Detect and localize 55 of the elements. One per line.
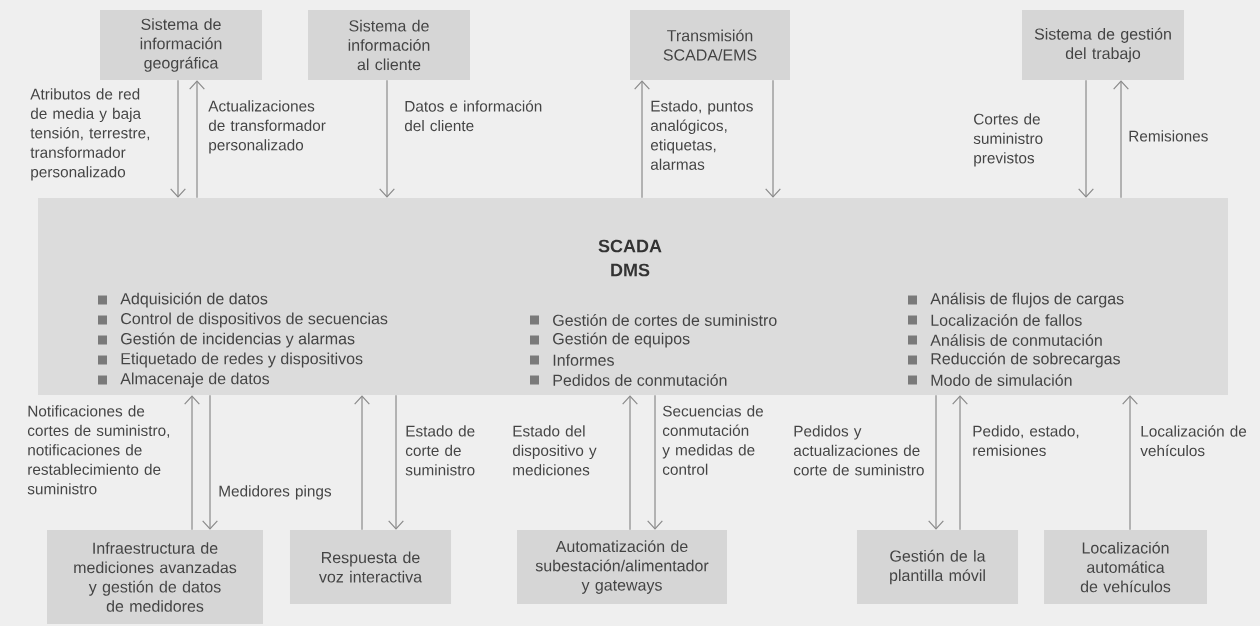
list-item: Localización de fallos xyxy=(908,314,1082,326)
system-box: Localización automática de vehículos xyxy=(1044,530,1207,604)
list-item: Modo de simulación xyxy=(908,374,1072,386)
system-box: Transmisión SCADA/EMS xyxy=(630,10,790,80)
arrow xyxy=(1113,80,1129,199)
arrow xyxy=(202,394,218,530)
list-item: Etiquetado de redes y dispositivos xyxy=(98,352,363,368)
arrow xyxy=(189,80,205,199)
list-item: Gestión de equipos xyxy=(530,332,690,348)
edge-label: Localización de vehículos xyxy=(1140,425,1247,457)
panel-title: SCADA xyxy=(598,239,662,253)
edge-label: Estado del dispositivo y mediciones xyxy=(512,425,597,476)
list-item: Informes xyxy=(530,354,614,366)
arrow xyxy=(634,80,650,199)
system-box: Automatización de subestación/alimentador y gateways xyxy=(517,530,727,604)
arrow xyxy=(952,395,968,531)
edge-label: Estado, puntos analógicos, etiquetas, alarmas xyxy=(650,100,753,170)
arrow xyxy=(622,395,638,531)
list-item: Gestión de cortes de suministro xyxy=(530,314,777,326)
list-item: Análisis de conmutación xyxy=(908,334,1102,346)
edge-label: Notificaciones de cortes de suministro, notificaciones de restablecimiento de suministro xyxy=(27,405,170,495)
edge-label: Actualizaciones de transformador personalizado xyxy=(208,100,326,154)
list-item: Reducción de sobrecargas xyxy=(908,352,1120,368)
list-item: Análisis de flujos de cargas xyxy=(908,292,1124,308)
arrow xyxy=(388,394,404,530)
list-item: Gestión de incidencias y alarmas xyxy=(98,332,355,348)
arrow xyxy=(765,79,781,198)
list-item: Almacenaje de datos xyxy=(98,372,270,388)
edge-label: Estado de corte de suministro xyxy=(405,425,475,476)
panel-title: DMS xyxy=(611,263,650,277)
arrow xyxy=(928,394,944,530)
arrow xyxy=(170,79,186,198)
system-box: Sistema de información geográfica xyxy=(100,10,262,80)
edge-label: Datos e información del cliente xyxy=(404,100,542,132)
edge-label: Pedido, estado, remisiones xyxy=(973,425,1079,456)
arrow xyxy=(354,395,370,531)
arrow xyxy=(1078,79,1094,198)
arrow xyxy=(647,394,663,530)
edge-label: Atributos de red de media y baja tensión, terrestre, transformador personalizado xyxy=(30,88,150,181)
list-item: Adquisición de datos xyxy=(98,292,268,308)
system-box: Respuesta de voz interactiva xyxy=(289,530,452,604)
edge-label: Pedidos y actualizaciones de corte de suministro xyxy=(793,425,924,476)
system-box: Gestión de la plantilla móvil xyxy=(857,530,1019,604)
arrow xyxy=(184,395,200,531)
list-item: Pedidos de conmutación xyxy=(530,374,727,386)
system-box: Sistema de gestión del trabajo xyxy=(1022,10,1184,80)
edge-label: Cortes de suministro previstos xyxy=(973,113,1043,167)
list-item: Control de dispositivos de secuencias xyxy=(98,312,388,328)
edge-label: Medidores pings xyxy=(219,485,332,500)
arrow xyxy=(379,79,395,198)
edge-label: Secuencias de conmutación y medidas de control xyxy=(662,405,763,475)
system-box: Infraestructura de mediciones avanzadas y gestión de datos de medidores xyxy=(47,530,263,624)
system-box: Sistema de información al cliente xyxy=(308,10,470,80)
arrow xyxy=(1122,395,1138,531)
edge-label: Remisiones xyxy=(1129,130,1208,142)
